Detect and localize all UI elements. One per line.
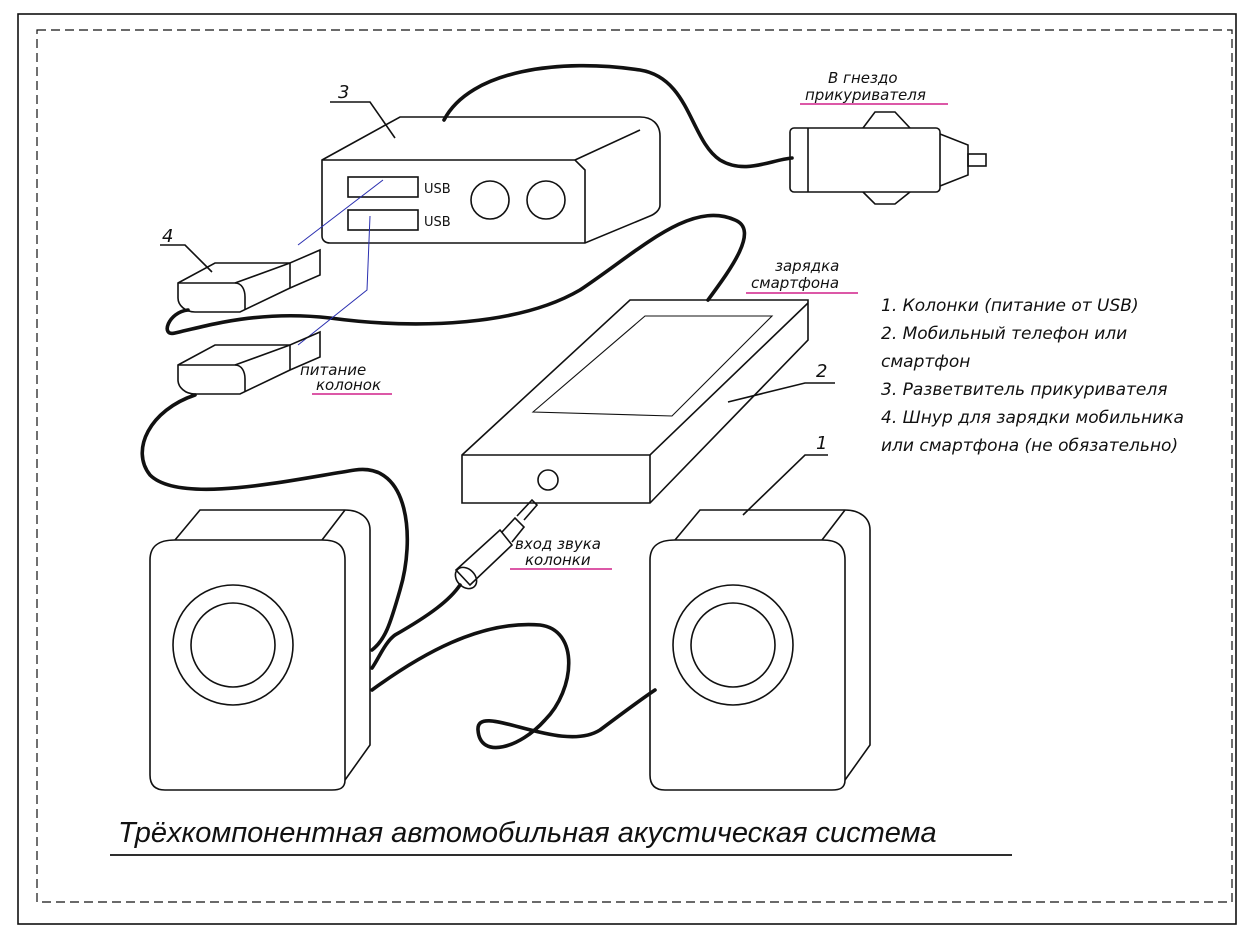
speaker-right [649,509,871,791]
cable-speaker-link [370,622,657,750]
callout-1: 1 [816,433,827,454]
label-lighter-socket-1: В гнездо [828,69,898,87]
cable-speaker-power [140,393,410,652]
splitter-device [321,116,661,244]
legend-line-3: смартфон [881,352,970,372]
usb-port-2 [347,209,419,231]
splitter-socket-1 [470,180,510,220]
speaker-right-cone-outer [672,584,794,706]
legend-line-6: или смартфона (не обязательно) [881,436,1178,456]
phone-screen [531,315,774,417]
inner-dashed-frame [36,29,1233,903]
legend-line-2: 2. Мобильный телефон или [881,324,1127,344]
smartphone [461,299,809,504]
label-speaker-power-2: колонок [316,376,381,394]
legend-line-5: 4. Шнур для зарядки мобильника [881,408,1184,428]
lighter-plug [789,111,987,205]
legend-line-1: 1. Колонки (питание от USB) [881,296,1139,316]
leader-1 [742,454,828,516]
leader-usb-1 [297,179,384,246]
label-audio-input-2: колонки [525,551,591,569]
usb-label-2: USB [424,215,451,230]
cables [140,63,794,750]
legend: 1. Колонки (питание от USB) 2. Мобильный… [881,296,1184,456]
outer-frame [17,13,1237,925]
label-audio-input-1: вход звука [515,535,601,553]
usb-port-1 [347,176,419,198]
legend-line-4: 3. Разветвитель прикуривателя [881,380,1167,400]
usb-label-1: USB [424,182,451,197]
speaker-right-cone-inner [690,602,776,688]
speaker-left [149,509,371,791]
callout-2: 2 [816,361,827,382]
speaker-left-cone-inner [190,602,276,688]
usb-plug-charging [177,248,321,313]
leader-usb-2 [297,215,371,346]
cable-audio [370,583,462,670]
cable-phone-charging [165,213,747,336]
callout-3: 3 [338,82,349,103]
splitter-socket-2 [526,180,566,220]
label-lighter-socket-2: прикуривателя [805,86,926,104]
leader-2 [727,382,835,403]
label-speaker-power-1: питание [300,361,366,379]
audio-jack-plug [454,498,539,590]
label-charging-1: зарядка [775,257,839,275]
callout-4: 4 [162,226,173,247]
speaker-left-cone-outer [172,584,294,706]
phone-audio-jack [537,469,559,491]
cable-splitter-to-plug [442,63,794,169]
label-charging-2: смартфона [751,274,839,292]
diagram-title: Трёхкомпонентная автомобильная акустичес… [118,817,937,849]
usb-plug-speaker-power [177,330,321,395]
leader-3 [330,101,396,139]
leader-4 [160,244,213,273]
